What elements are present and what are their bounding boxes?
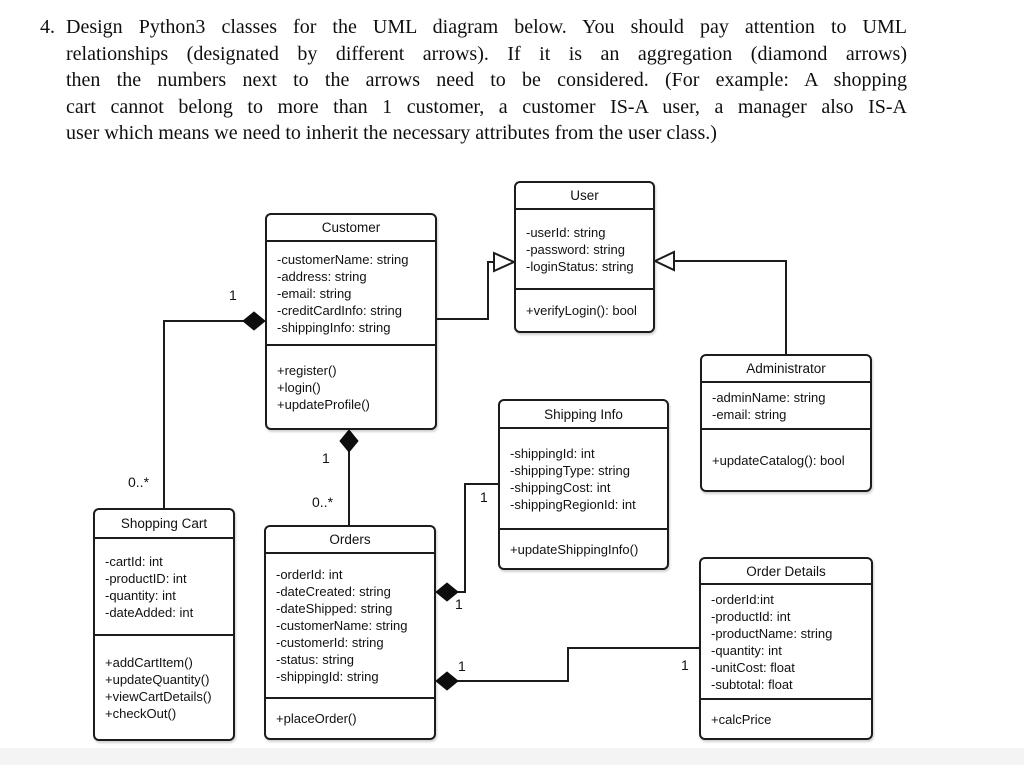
uml-member-line: -orderId:int <box>711 591 774 607</box>
class-methods: +placeOrder() <box>266 699 434 738</box>
inheritance-line-customer-user <box>437 261 494 320</box>
uml-member-line: +register() <box>277 362 337 378</box>
uml-member-line: -loginStatus: string <box>526 258 634 274</box>
uml-member-line: -customerId: string <box>276 635 384 650</box>
uml-member-line: -dateShipped: string <box>276 601 393 616</box>
multiplicity-label: 1 <box>458 658 466 674</box>
uml-member-line: -customerName: string <box>276 618 408 633</box>
class-title: Customer <box>267 215 435 242</box>
uml-member-line: -shippingType: string <box>510 462 630 478</box>
uml-member-line: -shippingId: int <box>510 445 595 461</box>
multiplicity-label: 0..* <box>312 494 334 510</box>
uml-member-line: -creditCardInfo: string <box>277 302 402 318</box>
uml-member-line: -quantity: int <box>711 642 782 658</box>
class-methods: +register()+login()+updateProfile() <box>267 346 435 428</box>
aggregation-diamond-customer-orders-icon <box>339 429 359 453</box>
inheritance-line-administrator-user <box>674 260 787 354</box>
class-title: Shipping Info <box>500 401 667 429</box>
problem-line: user which means we need to inherit the … <box>66 122 717 144</box>
uml-member-line: +addCartItem() <box>105 654 193 670</box>
class-title: Orders <box>266 527 434 554</box>
uml-member-line: +calcPrice <box>711 711 772 727</box>
aggregation-line-orders-shipping-info <box>456 483 498 593</box>
uml-member-line: -shippingId: string <box>276 669 379 684</box>
class-attributes: -orderId:int-productId: int-productName:… <box>701 585 871 700</box>
class-methods: +calcPrice <box>701 700 871 738</box>
uml-member-line: +updateQuantity() <box>105 671 210 687</box>
uml-member-line: -subtotal: float <box>711 676 793 692</box>
uml-class-administrator: Administrator -adminName: string-email: … <box>700 354 872 492</box>
class-methods: +addCartItem()+updateQuantity()+viewCart… <box>95 636 233 739</box>
uml-member-line: -shippingRegionId: int <box>510 496 636 512</box>
uml-member-line: -email: string <box>277 285 352 301</box>
aggregation-diamond-customer-cart-icon <box>242 311 266 331</box>
uml-class-customer: Customer -customerName: string-address: … <box>265 213 437 430</box>
uml-member-line: +verifyLogin(): bool <box>526 303 637 318</box>
uml-member-line: -cartId: int <box>105 553 163 569</box>
uml-member-line: +viewCartDetails() <box>105 688 212 704</box>
uml-member-line: -productName: string <box>711 625 833 641</box>
uml-member-line: +updateShippingInfo() <box>510 541 639 557</box>
uml-member-line: -email: string <box>712 406 787 422</box>
multiplicity-label: 1 <box>322 450 330 466</box>
uml-member-line: -shippingInfo: string <box>277 319 391 335</box>
uml-class-orders: Orders -orderId: int -dateCreated: string… <box>264 525 436 740</box>
uml-member-line: -productId: int <box>711 608 791 624</box>
aggregation-line-customer-shopping-cart <box>163 320 244 508</box>
uml-member-line: +updateCatalog(): bool <box>712 452 845 468</box>
class-attributes: -cartId: int-productID: int-quantity: in… <box>95 539 233 636</box>
uml-member-line: -password: string <box>526 241 625 257</box>
class-title: Order Details <box>701 559 871 585</box>
class-attributes: -shippingId: int-shippingType: string-sh… <box>500 429 667 530</box>
uml-member-line: -dateCreated: string <box>276 584 391 599</box>
class-title: User <box>516 183 653 210</box>
uml-member-line: -status: string <box>276 652 355 667</box>
aggregation-line-orders-order-details <box>456 647 699 682</box>
class-attributes: -orderId: int -dateCreated: string -dateSh… <box>266 554 434 699</box>
uml-member-line: -shippingCost: int <box>510 479 611 495</box>
uml-member-line: -userId: string <box>526 224 606 240</box>
uml-member-line: -address: string <box>277 268 367 284</box>
multiplicity-label: 1 <box>455 596 463 612</box>
class-title: Shopping Cart <box>95 510 233 539</box>
class-methods: +updateCatalog(): bool <box>702 430 870 490</box>
scan-footer-strip <box>0 748 1024 765</box>
uml-member-line: -dateAdded: int <box>105 604 194 620</box>
problem-line: relationships (designated by different a… <box>66 42 907 65</box>
uml-member-line: +login() <box>277 379 321 395</box>
class-attributes: -customerName: string-address: string-em… <box>267 242 435 346</box>
uml-class-shopping-cart: Shopping Cart -cartId: int-productID: in… <box>93 508 235 741</box>
uml-class-shipping-info: Shipping Info -shippingId: int-shippingT… <box>498 399 669 570</box>
class-methods: +updateShippingInfo() <box>500 530 667 568</box>
problem-line: cart cannot belong to more than 1 custom… <box>66 95 907 118</box>
multiplicity-label: 1 <box>480 489 488 505</box>
problem-line: then the numbers next to the arrows need… <box>66 69 907 91</box>
uml-member-line: +updateProfile() <box>277 396 370 412</box>
uml-member-line: -adminName: string <box>712 389 826 405</box>
uml-member-line: -orderId: int <box>276 567 343 582</box>
inheritance-arrow-administrator-to-user-icon <box>652 250 675 272</box>
class-title: Administrator <box>702 356 870 383</box>
class-attributes: -userId: string-password: string-loginSt… <box>516 210 653 290</box>
problem-line: Design Python3 classes for the UML diagr… <box>66 16 907 38</box>
multiplicity-label: 0..* <box>128 474 150 490</box>
aggregation-diamond-orders-shipping-icon <box>435 582 459 602</box>
multiplicity-label: 1 <box>681 657 689 673</box>
class-attributes: -adminName: string-email: string <box>702 383 870 430</box>
uml-member-line: -productID: int <box>105 570 187 586</box>
uml-class-order-details: Order Details -orderId:int-productId: in… <box>699 557 873 740</box>
uml-class-user: User -userId: string-password: string-lo… <box>514 181 655 333</box>
uml-member-line: -customerName: string <box>277 251 409 267</box>
aggregation-diamond-orders-details-icon <box>435 671 459 691</box>
class-methods: +verifyLogin(): bool <box>516 290 653 331</box>
uml-member-line: +placeOrder() <box>276 711 357 726</box>
uml-member-line: +checkOut() <box>105 705 177 721</box>
uml-member-line: -quantity: int <box>105 587 176 603</box>
uml-member-line: -unitCost: float <box>711 659 795 675</box>
multiplicity-label: 1 <box>229 287 237 303</box>
inheritance-arrow-customer-to-user-icon <box>493 251 517 273</box>
problem-number: 4. <box>40 16 55 38</box>
problem-statement: Design Python3 classes for the UML diagr… <box>66 14 907 147</box>
